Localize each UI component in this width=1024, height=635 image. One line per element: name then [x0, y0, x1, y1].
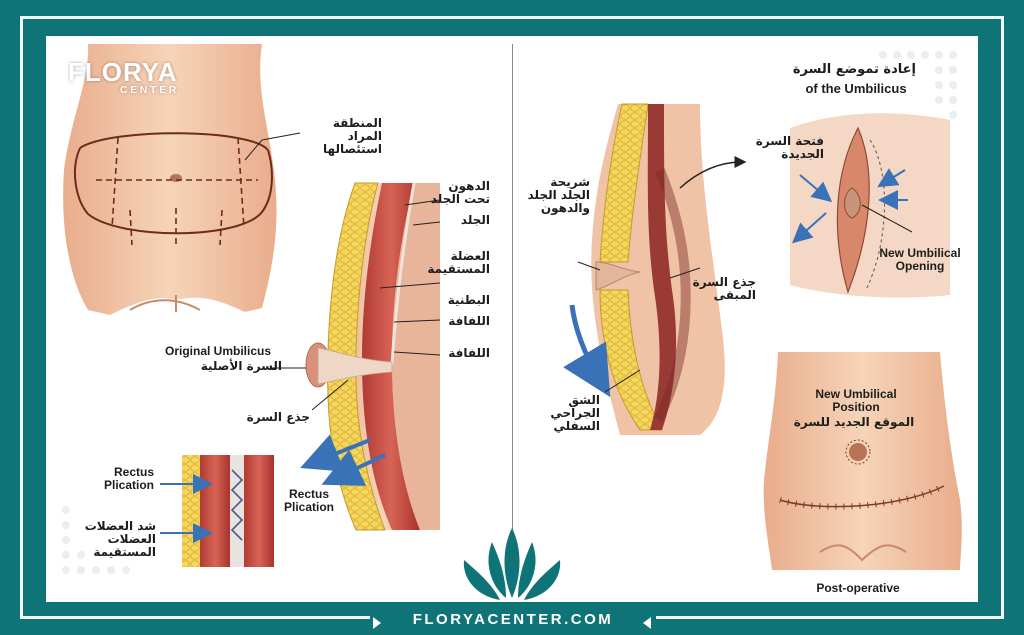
footer-arrow-left-icon [373, 617, 381, 629]
label-reposition-title-ar: إعادة تموضع السرة [792, 62, 916, 77]
lotus-logo [463, 528, 561, 600]
label-new-position-ar: الموقع الجديد للسرة [793, 415, 915, 429]
label-original-umbilicus-ar: السرة الأصلية [200, 359, 282, 373]
decorative-dots-top-right [879, 51, 957, 119]
new-umbilical-opening-inset [790, 113, 950, 298]
decorative-dots-bottom-left [62, 506, 130, 574]
brand-logo-word: FLORYA [68, 57, 178, 87]
torso-front-view [63, 44, 301, 315]
footer-bar [370, 610, 656, 635]
post-operative-torso [763, 352, 962, 570]
rectus-plication-inset [160, 455, 274, 567]
label-skin: الجلد [460, 213, 490, 227]
footer-arrow-right-icon [643, 617, 651, 629]
label-umbilical-stalk: جذع السرة [246, 410, 310, 424]
label-post-operative: Post-operative [816, 581, 900, 595]
skin-flap-cross-section [563, 103, 747, 435]
brand-logo-sub: CENTER [120, 85, 180, 96]
footer-website-link[interactable]: FLORYACENTER.COM [412, 611, 614, 628]
label-original-umbilicus-en: Original Umbilicus [165, 344, 272, 358]
label-reposition-title-en: of the Umbilicus [805, 81, 907, 96]
abdominal-wall-cross-section [270, 182, 441, 531]
center-divider [512, 44, 513, 592]
label-fascia: اللفافة [448, 346, 490, 360]
